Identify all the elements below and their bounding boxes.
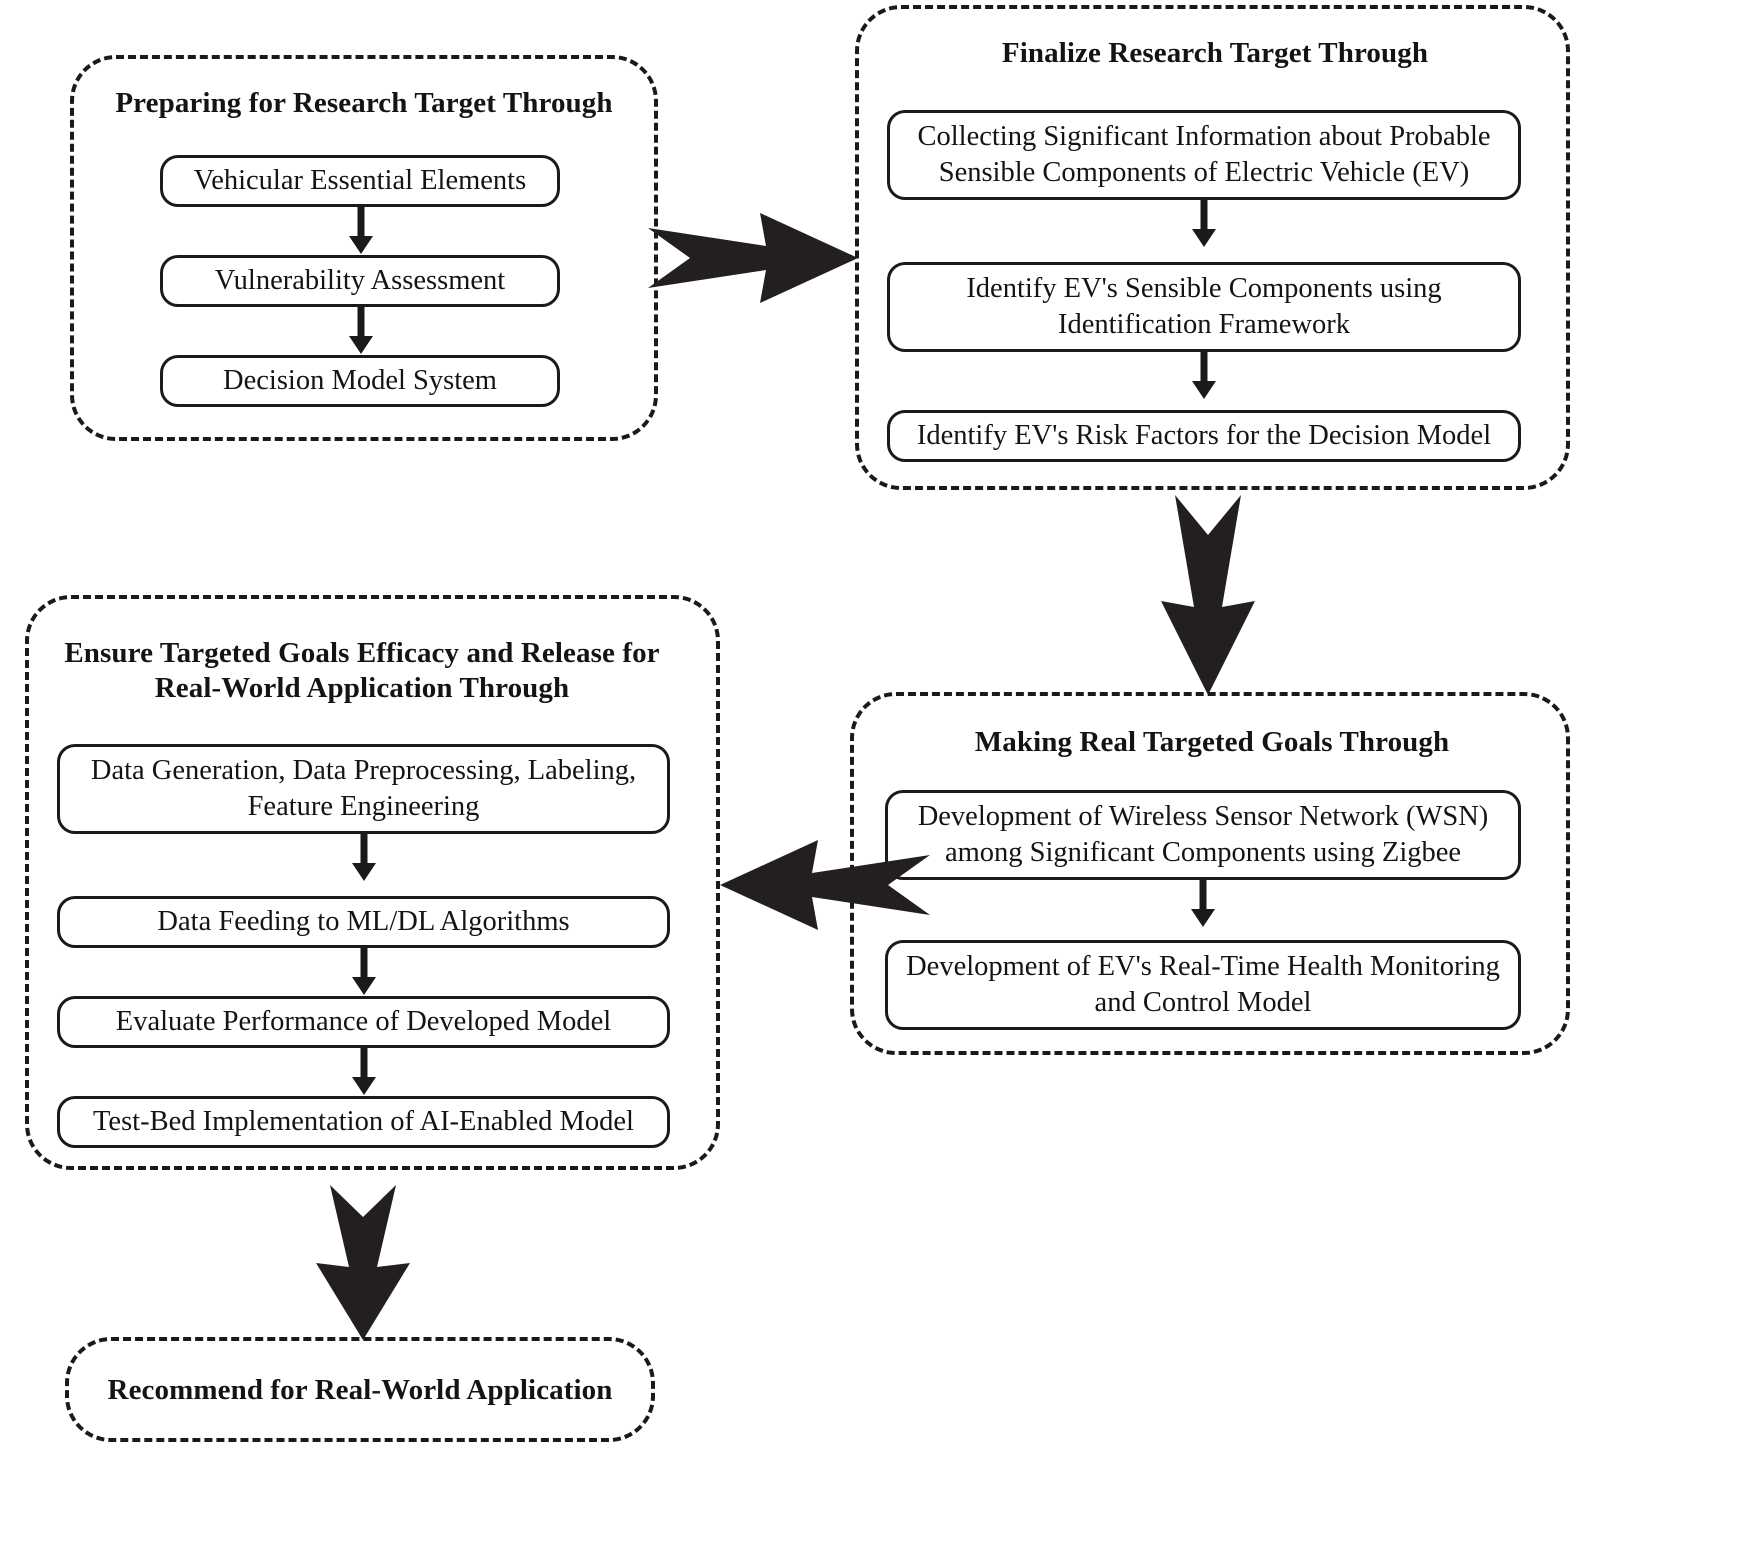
panel-recommend xyxy=(65,1337,655,1442)
step-vulnerability-assessment[interactable]: Vulnerability Assessment xyxy=(160,255,560,307)
panel-ensure xyxy=(25,595,720,1170)
step-data-feeding-ml-dl[interactable]: Data Feeding to ML/DL Algorithms xyxy=(57,896,670,948)
panel-finalize xyxy=(855,5,1570,490)
panel-finalize-title: Finalize Research Target Through xyxy=(1001,37,1429,69)
step-vehicular-essential-elements[interactable]: Vehicular Essential Elements xyxy=(160,155,560,207)
step-test-bed-implementation[interactable]: Test-Bed Implementation of AI-Enabled Mo… xyxy=(57,1096,670,1148)
block-arrow-down-icon-ensure-to-recommend xyxy=(310,1185,416,1340)
block-arrow-down-icon-finalize-to-making xyxy=(1155,495,1261,695)
step-collecting-significant-information[interactable]: Collecting Significant Information about… xyxy=(887,110,1521,200)
step-identify-risk-factors[interactable]: Identify EV's Risk Factors for the Decis… xyxy=(887,410,1521,462)
step-identify-sensible-components[interactable]: Identify EV's Sensible Components using … xyxy=(887,262,1521,352)
block-arrow-right-icon-preparing-to-finalize xyxy=(648,208,858,308)
step-development-wireless-sensor-network[interactable]: Development of Wireless Sensor Network (… xyxy=(885,790,1521,880)
panel-ensure-title: Ensure Targeted Goals Efficacy and Relea… xyxy=(64,637,660,705)
panel-making-title: Making Real Targeted Goals Through xyxy=(974,726,1450,758)
step-development-real-time-health-monitoring[interactable]: Development of EV's Real-Time Health Mon… xyxy=(885,940,1521,1030)
step-data-generation-preprocessing[interactable]: Data Generation, Data Preprocessing, Lab… xyxy=(57,744,670,834)
panel-preparing-title: Preparing for Research Target Through xyxy=(115,87,613,119)
step-evaluate-performance[interactable]: Evaluate Performance of Developed Model xyxy=(57,996,670,1048)
panel-recommend-title: Recommend for Real-World Application xyxy=(107,1374,613,1406)
step-decision-model-system[interactable]: Decision Model System xyxy=(160,355,560,407)
